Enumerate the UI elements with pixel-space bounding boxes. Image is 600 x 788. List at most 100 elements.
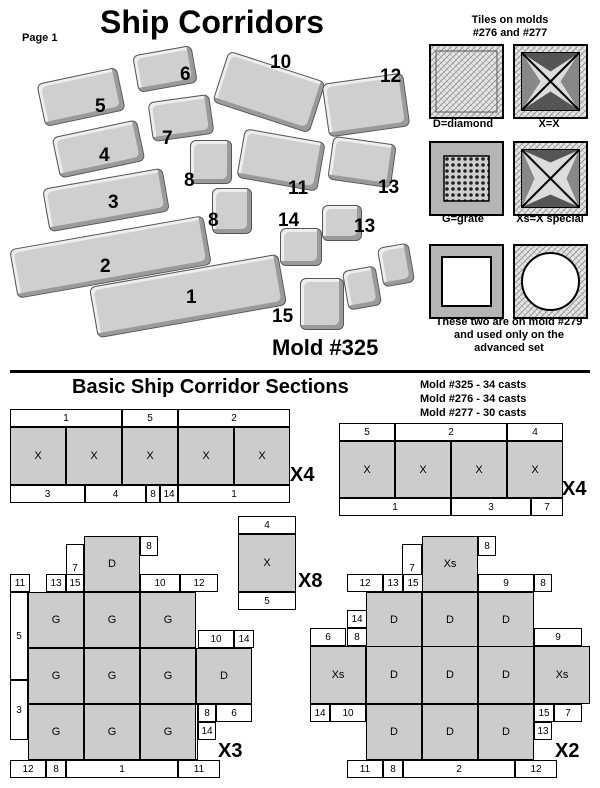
- d4-label: 11: [10, 574, 30, 592]
- legend-note-2: and used only on the: [453, 329, 564, 341]
- piece-label-5: 5: [95, 96, 106, 117]
- d1-tile: X: [122, 427, 178, 485]
- d4-tile: G: [140, 592, 196, 648]
- d5-tile: D: [366, 646, 422, 704]
- d5-tile: Xs: [422, 536, 478, 592]
- d2-bottom-label: 3: [451, 498, 531, 516]
- d5-tile: Xs: [310, 646, 366, 704]
- piece-extra-b: [341, 265, 383, 311]
- piece-label-4: 4: [99, 145, 110, 166]
- legend-tile-x: [513, 44, 588, 119]
- d3-tile: X: [238, 534, 296, 592]
- d5-tile: D: [422, 646, 478, 704]
- legend-tiles: [429, 44, 588, 319]
- piece-7: [147, 93, 215, 143]
- mult-d4: X3: [218, 740, 243, 762]
- d1-tile: X: [234, 427, 290, 485]
- d4-tile: D: [84, 536, 140, 592]
- d5-label: 14: [347, 610, 367, 628]
- d4-label: 1: [66, 760, 178, 778]
- d2-top-label: 2: [395, 423, 507, 441]
- d5-label: 10: [330, 704, 366, 722]
- d4-tile: G: [84, 704, 140, 760]
- d5-label: 9: [534, 628, 582, 646]
- d4-label: 3: [10, 680, 28, 740]
- legend-tile-circle: [513, 244, 588, 319]
- piece-label-7: 7: [162, 128, 173, 149]
- piece-extra-a: [376, 242, 416, 288]
- piece-13: [322, 205, 362, 241]
- legend-heading-1: Tiles on molds: [471, 14, 549, 26]
- cast-count-325: Mold #325 - 34 casts: [420, 379, 527, 391]
- mult-d3: X8: [298, 570, 323, 592]
- cast-count-277: Mold #277 - 30 casts: [420, 407, 527, 419]
- d2-top-label: 4: [507, 423, 563, 441]
- d1-tile: X: [66, 427, 122, 485]
- divider: [10, 370, 590, 373]
- piece-14: [280, 228, 322, 266]
- legend-label-grate: G=grate: [442, 213, 484, 225]
- piece-label-8b: 8: [208, 210, 219, 231]
- d5-label: 6: [310, 628, 346, 646]
- d4-tile: G: [28, 704, 84, 760]
- d5-tile: Xs: [534, 646, 590, 704]
- piece-8b: [212, 188, 252, 234]
- d5-label: 7: [554, 704, 582, 722]
- d1-top-label: 2: [178, 409, 290, 427]
- cast-count-276: Mold #276 - 34 casts: [420, 393, 527, 405]
- d4-label: 12: [10, 760, 46, 778]
- d5-tile: D: [366, 704, 422, 760]
- legend-heading-2: #276 and #277: [472, 27, 548, 39]
- d5-tile: D: [422, 704, 478, 760]
- d5-tile: D: [478, 704, 534, 760]
- d1-tile: X: [178, 427, 234, 485]
- piece-label-13: 13: [354, 216, 376, 237]
- legend-tile-square: [429, 244, 504, 319]
- legend-tile-xs: [513, 141, 588, 216]
- d1-bottom-label: 14: [160, 485, 178, 503]
- d4-label: 8: [198, 704, 216, 722]
- page-title: Ship Corridors: [100, 4, 325, 40]
- mult-d2: X4: [562, 478, 587, 500]
- d5-label: 15: [403, 574, 423, 592]
- mult-d1: X4: [290, 464, 315, 486]
- d2-tile: X: [451, 441, 507, 498]
- d4-label: 10: [198, 630, 234, 648]
- d5-label: 12: [515, 760, 557, 778]
- piece-label-12: 13: [378, 177, 400, 198]
- legend-note-1: These two are on mold #279: [435, 316, 583, 328]
- d4-label: 8: [140, 536, 158, 556]
- d1-bottom-label: 3: [10, 485, 85, 503]
- piece-label-15: 15: [272, 306, 294, 327]
- d4-tile: D: [196, 648, 252, 704]
- d2-bottom-label: 7: [531, 498, 563, 516]
- legend-tile-diamond: [429, 44, 504, 119]
- d5-tile: D: [422, 592, 478, 648]
- piece-label-3: 3: [108, 192, 119, 213]
- d4-label: 13: [46, 574, 66, 592]
- d3-bottom-label: 5: [238, 592, 296, 610]
- d5-label: 15: [534, 704, 554, 722]
- d2-top-label: 5: [339, 423, 395, 441]
- d5-label: 8: [478, 536, 496, 556]
- d1-bottom-label: 8: [146, 485, 160, 503]
- piece-label-8a: 8: [184, 170, 195, 191]
- piece-label-14: 14: [278, 210, 300, 231]
- d2-tile: X: [395, 441, 451, 498]
- d5-label: 13: [383, 574, 403, 592]
- mold-label: Mold #325: [272, 335, 379, 360]
- legend-label-diamond: D=diamond: [432, 118, 494, 130]
- d4-tile: G: [84, 592, 140, 648]
- d4-label: 14: [234, 630, 254, 648]
- d4-tile: G: [140, 704, 196, 760]
- d4-label: 8: [46, 760, 66, 778]
- piece-8a: [190, 140, 232, 184]
- piece-15: [300, 278, 344, 330]
- page-number: Page 1: [22, 32, 58, 44]
- d2-bottom-label: 1: [339, 498, 451, 516]
- d1-top-label: 5: [122, 409, 178, 427]
- d4-label: 5: [10, 592, 28, 680]
- d4-tile: G: [28, 648, 84, 704]
- d3-top-label: 4: [238, 516, 296, 534]
- legend-tile-grate: [429, 141, 504, 216]
